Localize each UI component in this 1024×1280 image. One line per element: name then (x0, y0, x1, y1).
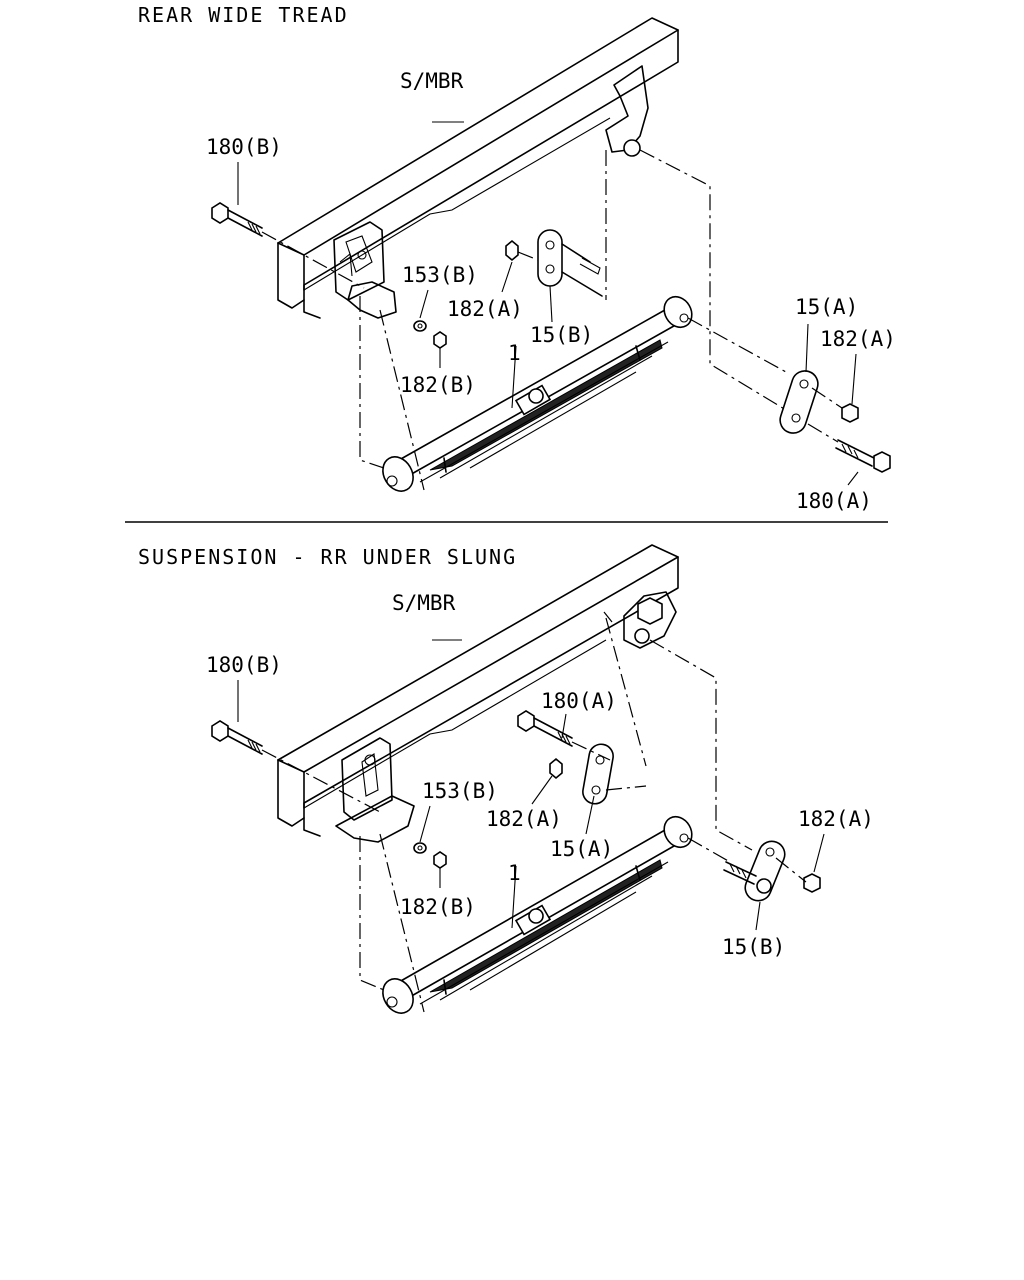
label-nut-182a-left: 182(A) (486, 807, 562, 831)
label-leaf-spring: 1 (508, 861, 521, 885)
rear-hanger-bracket (623, 591, 677, 649)
bolt-180b (211, 202, 263, 237)
label-nut-182b: 182(B) (400, 373, 476, 397)
label-nut-182a-right: 182(A) (798, 807, 874, 831)
label-leaf-spring: 1 (508, 341, 521, 365)
nut-182a-upper (505, 239, 519, 262)
bolt-180a (517, 710, 573, 747)
label-nut-182b: 182(B) (400, 895, 476, 919)
label-bolt-180b: 180(B) (206, 135, 282, 159)
leader-lines (237, 639, 825, 931)
label-nut-182a-upper: 182(A) (447, 297, 523, 321)
label-side-member: S/MBR (400, 69, 464, 93)
label-plate-15a: 15(A) (795, 295, 858, 319)
rear-shackle-bracket (605, 65, 649, 157)
label-bolt-180a: 180(A) (796, 489, 872, 513)
nut-182b (433, 851, 447, 869)
section-title: REAR WIDE TREAD (138, 3, 349, 27)
nut-182b (433, 331, 447, 349)
label-plate-15b: 15(B) (530, 323, 593, 347)
washer-153b (413, 320, 427, 332)
nut-182a-right (803, 873, 821, 893)
label-bolt-180a: 180(A) (541, 689, 617, 713)
plate-15a (779, 370, 819, 434)
label-side-member: S/MBR (392, 591, 456, 615)
front-hanger-bracket (333, 221, 397, 319)
assembly-lines (261, 611, 807, 1013)
side-member-frame (277, 544, 679, 837)
leaf-spring (382, 815, 693, 1014)
side-member-frame (277, 17, 679, 319)
plate-15b (723, 840, 786, 902)
section-rear-wide-tread: REAR WIDE TREAD (138, 3, 896, 513)
bolt-180a (835, 439, 891, 473)
label-bolt-180b: 180(B) (206, 653, 282, 677)
front-hanger-bracket (335, 737, 415, 843)
label-plate-15b: 15(B) (722, 935, 785, 959)
bolt-180b (211, 720, 263, 755)
leaf-spring (382, 295, 693, 492)
section-title: SUSPENSION - RR UNDER SLUNG (138, 545, 517, 569)
nut-182a-left (549, 757, 563, 780)
section-under-slung: SUSPENSION - RR UNDER SLUNG (138, 544, 874, 1014)
nut-182a-right (841, 403, 859, 423)
plate-15a (582, 743, 614, 805)
washer-153b (413, 842, 427, 854)
label-washer-153b: 153(B) (422, 779, 498, 803)
label-washer-153b: 153(B) (402, 263, 478, 287)
label-plate-15a: 15(A) (550, 837, 613, 861)
assembly-lines (261, 149, 843, 491)
label-nut-182a-right: 182(A) (820, 327, 896, 351)
plate-15b (537, 229, 603, 297)
leader-lines (237, 121, 859, 486)
